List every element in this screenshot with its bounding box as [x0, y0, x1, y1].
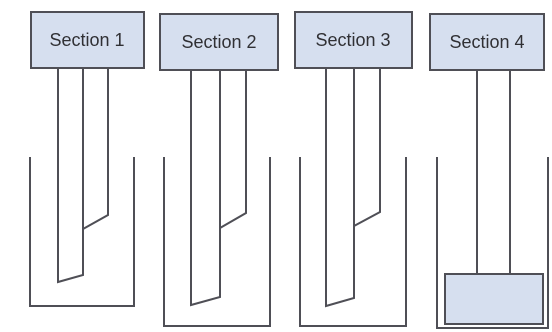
section-1-short-probe — [82, 68, 109, 230]
section-4-tank — [436, 157, 549, 329]
section-1: Section 1 — [29, 11, 145, 307]
section-2-long-probe — [190, 70, 221, 307]
section-4: Section 4 — [429, 13, 549, 329]
section-3-label: Section 3 — [315, 30, 390, 50]
section-4-box — [429, 13, 545, 71]
section-4-label: Section 4 — [449, 32, 524, 52]
section-3-tank — [299, 157, 407, 327]
section-1-long-probe — [57, 68, 84, 284]
section-2-box — [159, 13, 279, 71]
section-1-box — [30, 11, 145, 69]
section-3: Section 3 — [294, 11, 413, 327]
section-1-tank — [29, 157, 135, 307]
section-2-label: Section 2 — [181, 32, 256, 52]
section-2-tank — [163, 157, 271, 327]
section-4-float — [444, 273, 544, 325]
section-3-short-probe — [353, 68, 381, 227]
section-2-short-probe — [219, 70, 247, 229]
section-1-label: Section 1 — [49, 30, 124, 50]
section-2: Section 2 — [159, 13, 279, 327]
section-3-long-probe — [325, 68, 355, 308]
